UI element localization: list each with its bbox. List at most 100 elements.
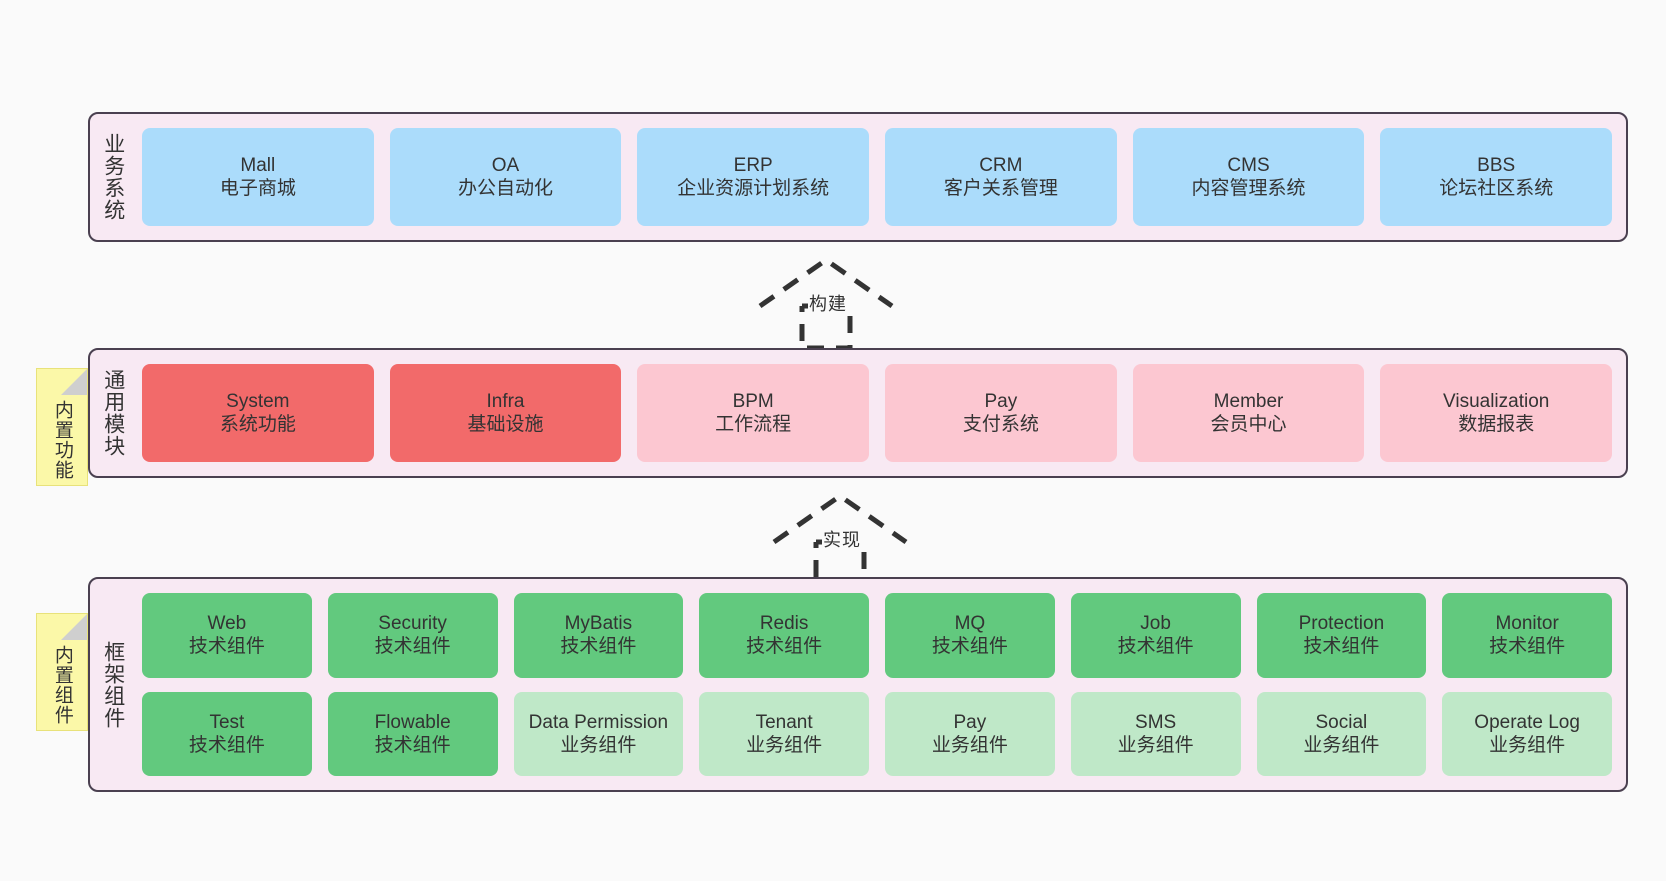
card-subtitle: 业务组件	[931, 734, 1008, 756]
card-subtitle: 技术组件	[1303, 636, 1380, 658]
layer-cards-modules: System 系统功能 Infra 基础设施 BPM 工作流程 Pay 支付系统…	[136, 350, 1626, 476]
note-builtin-features: 内置功能	[36, 368, 88, 486]
card-title: Monitor	[1495, 613, 1559, 635]
note-label: 内置功能	[51, 400, 73, 480]
card-title: CRM	[979, 154, 1023, 176]
layer-cards-framework: Web 技术组件 Security 技术组件 MyBatis 技术组件 Redi…	[136, 579, 1626, 790]
card-subtitle: 技术组件	[188, 636, 265, 658]
card-title: Social	[1315, 711, 1368, 733]
connector-build: 构建	[758, 256, 898, 351]
card-subtitle: 技术组件	[560, 636, 637, 658]
card-row-tech: Web 技术组件 Security 技术组件 MyBatis 技术组件 Redi…	[142, 593, 1612, 678]
card-subtitle: 支付系统	[962, 414, 1039, 435]
card-monitor[interactable]: Monitor 技术组件	[1442, 593, 1612, 678]
card-title: Pay	[953, 711, 987, 733]
card-title: Visualization	[1443, 390, 1550, 412]
card-subtitle: 内容管理系统	[1191, 178, 1306, 199]
layer-title-business: 业务系统	[101, 133, 125, 221]
card-title: Data Permission	[528, 711, 669, 733]
card-subtitle: 电子商城	[219, 178, 296, 199]
layer-title-framework: 框架组件	[101, 640, 125, 729]
card-protection[interactable]: Protection 技术组件	[1256, 593, 1427, 678]
card-row: System 系统功能 Infra 基础设施 BPM 工作流程 Pay 支付系统…	[142, 364, 1613, 462]
card-subtitle: 技术组件	[1489, 636, 1566, 658]
card-title: BBS	[1477, 154, 1516, 176]
card-subtitle: 基础设施	[467, 414, 544, 435]
card-subtitle: 业务组件	[560, 734, 637, 756]
connector-implement: 实现	[772, 492, 912, 587]
layer-framework-components: 框架组件 Web 技术组件 Security 技术组件 MyBatis 技术组件…	[88, 577, 1628, 792]
card-security[interactable]: Security 技术组件	[327, 593, 498, 678]
card-oa[interactable]: OA 办公自动化	[389, 128, 622, 226]
card-subtitle: 业务组件	[746, 734, 823, 756]
card-infra[interactable]: Infra 基础设施	[389, 364, 622, 462]
card-title: Mall	[240, 154, 276, 176]
note-builtin-components: 内置组件	[36, 613, 88, 731]
card-title: Redis	[759, 613, 809, 635]
connector-label-implement: 实现	[822, 526, 862, 552]
card-subtitle: 技术组件	[1117, 636, 1194, 658]
card-subtitle: 会员中心	[1210, 414, 1287, 435]
card-title: SMS	[1135, 711, 1177, 733]
card-subtitle: 企业资源计划系统	[677, 178, 830, 199]
card-system[interactable]: System 系统功能	[142, 364, 374, 462]
card-subtitle: 技术组件	[746, 636, 823, 658]
card-bbs[interactable]: BBS 论坛社区系统	[1380, 128, 1613, 226]
card-row: Mall 电子商城 OA 办公自动化 ERP 企业资源计划系统 CRM 客户关系…	[142, 128, 1613, 226]
card-pay-component[interactable]: Pay 业务组件	[885, 691, 1055, 776]
card-flowable[interactable]: Flowable 技术组件	[327, 691, 498, 776]
card-erp[interactable]: ERP 企业资源计划系统	[637, 128, 870, 226]
card-title: Tenant	[755, 711, 813, 733]
card-subtitle: 技术组件	[374, 636, 451, 658]
card-subtitle: 办公自动化	[458, 178, 554, 199]
card-subtitle: 论坛社区系统	[1439, 178, 1554, 199]
card-title: Test	[209, 711, 245, 733]
card-title: Job	[1140, 613, 1171, 635]
layer-title-modules: 通用模块	[101, 369, 125, 457]
card-title: BPM	[732, 390, 774, 412]
card-mq[interactable]: MQ 技术组件	[885, 593, 1055, 678]
note-label: 内置组件	[51, 645, 73, 725]
card-bpm[interactable]: BPM 工作流程	[637, 364, 870, 462]
card-title: Operate Log	[1474, 711, 1580, 733]
card-member[interactable]: Member 会员中心	[1132, 364, 1365, 462]
card-data-permission[interactable]: Data Permission 业务组件	[513, 691, 684, 776]
card-row-business: Test 技术组件 Flowable 技术组件 Data Permission …	[142, 691, 1612, 776]
card-title: MyBatis	[564, 613, 633, 635]
card-title: Security	[378, 613, 447, 635]
card-title: Member	[1213, 390, 1284, 412]
card-tenant[interactable]: Tenant 业务组件	[699, 691, 869, 776]
card-crm[interactable]: CRM 客户关系管理	[885, 128, 1117, 226]
card-subtitle: 业务组件	[1117, 734, 1194, 756]
card-subtitle: 系统功能	[219, 414, 296, 435]
card-title: Infra	[486, 390, 525, 412]
card-title: Pay	[984, 390, 1018, 412]
card-title: MQ	[954, 613, 986, 635]
card-operate-log[interactable]: Operate Log 业务组件	[1442, 691, 1612, 776]
connector-label-build: 构建	[808, 290, 848, 316]
card-title: Web	[207, 613, 247, 635]
card-title: CMS	[1227, 154, 1270, 176]
card-subtitle: 技术组件	[931, 636, 1008, 658]
card-sms[interactable]: SMS 业务组件	[1070, 691, 1241, 776]
card-web[interactable]: Web 技术组件	[142, 593, 312, 678]
card-subtitle: 技术组件	[374, 734, 451, 756]
card-mall[interactable]: Mall 电子商城	[142, 128, 374, 226]
card-subtitle: 工作流程	[715, 414, 792, 435]
card-title: ERP	[733, 154, 773, 176]
card-subtitle: 业务组件	[1489, 734, 1566, 756]
card-redis[interactable]: Redis 技术组件	[699, 593, 869, 678]
card-test[interactable]: Test 技术组件	[142, 691, 312, 776]
layer-common-modules: 通用模块 System 系统功能 Infra 基础设施 BPM 工作流程 Pay…	[88, 348, 1628, 478]
card-pay-module[interactable]: Pay 支付系统	[885, 364, 1117, 462]
card-title: OA	[491, 154, 520, 176]
card-social[interactable]: Social 业务组件	[1256, 691, 1427, 776]
card-subtitle: 业务组件	[1303, 734, 1380, 756]
card-title: Protection	[1298, 613, 1385, 635]
layer-cards-business: Mall 电子商城 OA 办公自动化 ERP 企业资源计划系统 CRM 客户关系…	[136, 114, 1626, 240]
card-mybatis[interactable]: MyBatis 技术组件	[513, 593, 684, 678]
card-visualization[interactable]: Visualization 数据报表	[1380, 364, 1613, 462]
card-job[interactable]: Job 技术组件	[1070, 593, 1241, 678]
card-cms[interactable]: CMS 内容管理系统	[1132, 128, 1365, 226]
